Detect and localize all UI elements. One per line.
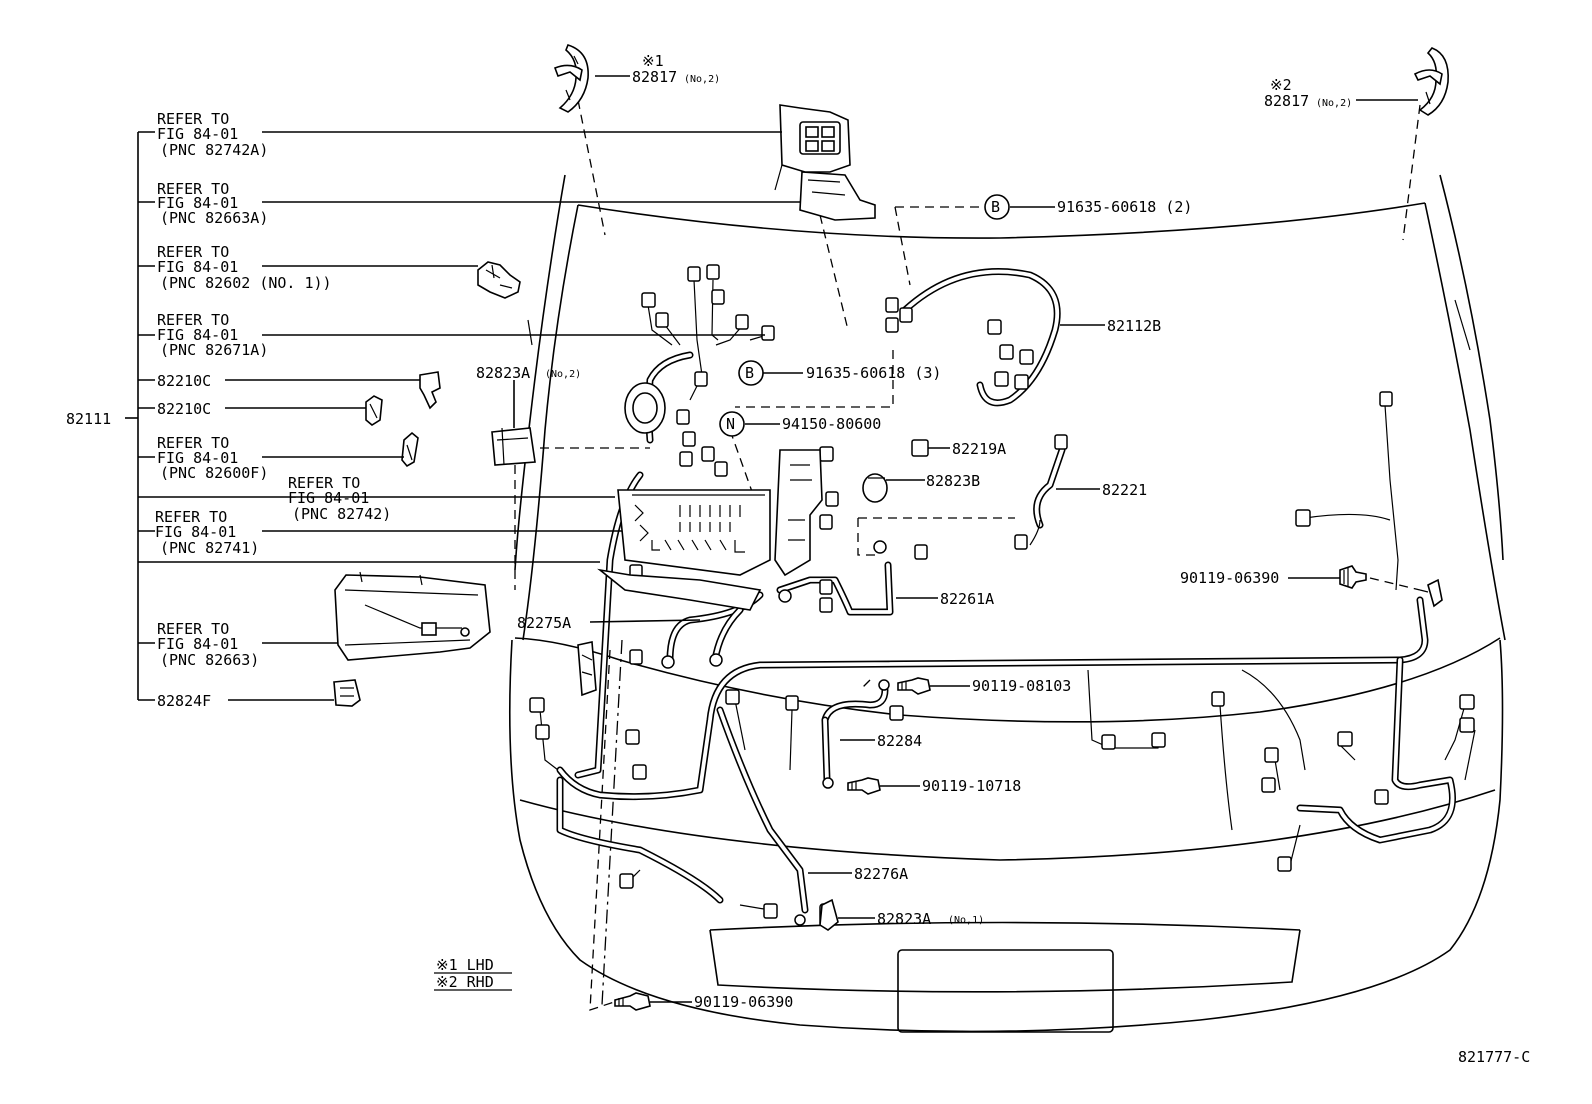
part-91635-60618-2: 91635-60618 (2) — [1057, 198, 1192, 216]
ref-label-line: (PNC 82663) — [160, 651, 259, 669]
part-82823A-no1: 82823A — [877, 910, 931, 928]
part-82823A-no1-suffix: (No,1) — [948, 915, 984, 926]
junction-block-assembly — [597, 382, 823, 611]
ref-label-line: (PNC 82741) — [160, 539, 259, 557]
mark-lhd: ※1 — [642, 52, 664, 70]
ref-label-82600F: REFER TO FIG 84-01 (PNC 82600F) — [157, 434, 268, 482]
part-82275A: 82275A — [517, 614, 571, 632]
protector-82823A-no2 — [491, 427, 536, 466]
ref-label-line: FIG 84-01 — [157, 635, 238, 653]
wiring-harness — [556, 268, 1456, 914]
bracket-82817-lhd — [553, 44, 589, 113]
part-82210C-b: 82210C — [157, 400, 211, 418]
part-82823A-no2-suffix: (No,2) — [545, 369, 581, 380]
root-code: 82111 — [66, 410, 111, 428]
callout-letter: B — [745, 364, 754, 382]
ref-label-82741: REFER TO FIG 84-01 (PNC 82741) — [155, 508, 259, 557]
ref-label-line: FIG 84-01 — [157, 326, 238, 344]
part-82284: 82284 — [877, 732, 922, 750]
legend-lhd: ※1 LHD — [436, 956, 494, 974]
part-82817-lhd: 82817 — [632, 68, 677, 86]
part-90119-06390-bottom: 90119-06390 — [694, 993, 793, 1011]
part-90119-06390-right: 90119-06390 — [1180, 569, 1279, 587]
relay-82602 — [477, 261, 521, 299]
ref-label-line: REFER TO — [157, 434, 229, 452]
ref-label-line: (PNC 82663A) — [160, 209, 268, 227]
ref-label-82671A: REFER TO FIG 84-01 (PNC 82671A) — [157, 311, 268, 359]
part-82219A: 82219A — [952, 440, 1006, 458]
mark-rhd: ※2 — [1270, 76, 1292, 94]
part-82276A: 82276A — [854, 865, 908, 883]
part-82817-rhd: 82817 — [1264, 92, 1309, 110]
ref-label-line: REFER TO — [288, 474, 360, 492]
ref-label-line: FIG 84-01 — [157, 449, 238, 467]
protector-82823A-no1 — [819, 898, 839, 931]
ref-label-line: (PNC 82742) — [292, 505, 391, 523]
ref-label-line: (PNC 82742A) — [160, 141, 268, 159]
ref-label-82663: REFER TO FIG 84-01 (PNC 82663) — [157, 620, 259, 669]
part-82210C-a: 82210C — [157, 372, 211, 390]
part-82823A-no2: 82823A — [476, 364, 530, 382]
reference-tree — [125, 131, 800, 701]
ref-label-line: FIG 84-01 — [155, 523, 236, 541]
grommet-82823B — [862, 473, 888, 503]
ref-label-line: FIG 84-01 — [288, 489, 369, 507]
part-82817-rhd-suffix: (No,2) — [1316, 98, 1352, 109]
ref-label-line: REFER TO — [157, 180, 229, 198]
ref-label-line: FIG 84-01 — [157, 125, 238, 143]
part-91635-60618-3: 91635-60618 (3) — [806, 364, 941, 382]
ref-label-line: (PNC 82671A) — [160, 341, 268, 359]
ref-label-line: (PNC 82600F) — [160, 464, 268, 482]
ref-label-82602: REFER TO FIG 84-01 (PNC 82602 (NO. 1)) — [157, 243, 332, 292]
callout-letter: N — [726, 415, 735, 433]
callout-letter: B — [991, 198, 1000, 216]
bracket-left — [577, 641, 597, 697]
part-82221: 82221 — [1102, 481, 1147, 499]
part-82824F: 82824F — [157, 692, 211, 710]
clips — [333, 371, 441, 707]
callout-n: N — [719, 411, 745, 437]
ground-strap-right — [1419, 578, 1443, 608]
part-94150-80600: 94150-80600 — [782, 415, 881, 433]
ref-label-line: REFER TO — [155, 508, 227, 526]
connectors — [529, 264, 1475, 927]
part-90119-08103: 90119-08103 — [972, 677, 1071, 695]
dashed-leaders — [514, 99, 1421, 1011]
relay-block-top — [774, 104, 876, 221]
ref-label-line: (PNC 82602 (NO. 1)) — [160, 274, 332, 292]
ref-label-82742A: REFER TO FIG 84-01 (PNC 82742A) — [157, 110, 268, 159]
ref-label-82663A: REFER TO FIG 84-01 (PNC 82663A) — [157, 180, 268, 227]
bracket-82817-rhd — [1413, 47, 1449, 116]
part-82112B: 82112B — [1107, 317, 1161, 335]
ref-label-line: REFER TO — [157, 243, 229, 261]
figure-code: 821777-C — [1458, 1048, 1530, 1066]
junction-box-cover — [334, 571, 491, 661]
part-82823B: 82823B — [926, 472, 980, 490]
ref-label-line: REFER TO — [157, 311, 229, 329]
ref-label-line: FIG 84-01 — [157, 194, 238, 212]
part-82261A: 82261A — [940, 590, 994, 608]
bolts — [614, 565, 1367, 1011]
part-leaders — [513, 75, 1418, 1003]
callout-b-top: B — [984, 194, 1010, 220]
vehicle-body-outline — [508, 174, 1506, 1033]
ref-label-82742: REFER TO FIG 84-01 (PNC 82742) — [288, 474, 391, 523]
ref-label-line: REFER TO — [157, 110, 229, 128]
legend: ※1 LHD ※2 RHD — [434, 956, 512, 991]
legend-rhd: ※2 RHD — [436, 973, 494, 991]
part-82817-lhd-suffix: (No,2) — [684, 74, 720, 85]
part-90119-10718: 90119-10718 — [922, 777, 1021, 795]
callout-b-mid: B — [738, 360, 764, 386]
ref-label-line: REFER TO — [157, 620, 229, 638]
ref-label-line: FIG 84-01 — [157, 258, 238, 276]
